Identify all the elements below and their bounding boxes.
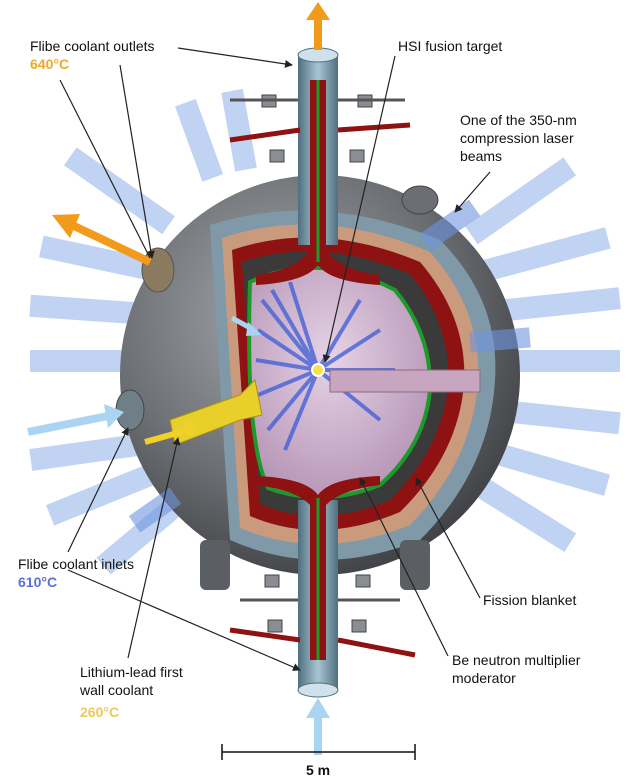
label-flibe-inlets: Flibe coolant inlets [18, 556, 134, 572]
laser-beam [469, 227, 611, 285]
flow-arrows [27, 2, 330, 755]
laser-beam [419, 199, 481, 251]
label-lithium-temp: 260°C [80, 704, 120, 720]
callout-lines [59, 47, 491, 671]
scale-label: 5 m [306, 762, 331, 778]
label-flibe-inlets-temp: 610°C [18, 574, 58, 590]
laser-beam [175, 98, 224, 182]
inlet-port [115, 389, 145, 431]
fusion-target [311, 363, 325, 377]
outlet-pipe-top [297, 47, 339, 63]
label-be-multiplier-2: moderator [452, 670, 516, 686]
laser-beam [221, 88, 257, 172]
label-be-multiplier-1: Be neutron multiplier [452, 652, 581, 668]
laser-port [329, 369, 481, 393]
label-flibe-outlets: Flibe coolant outlets [30, 38, 155, 54]
label-laser-beam-2: compression laser [460, 130, 574, 146]
label-lithium-2: wall coolant [80, 682, 154, 698]
scale-bar [221, 744, 416, 760]
support-leg [200, 540, 230, 590]
laser-beam [128, 487, 182, 533]
label-fusion-target: HSI fusion target [398, 38, 503, 54]
outlet-port [141, 247, 175, 293]
laser-beam [469, 327, 531, 353]
laser-beam [63, 147, 175, 235]
valve-rods [230, 98, 405, 602]
laser-beams-front [128, 199, 531, 533]
label-laser-beam-1: One of the 350-nm [460, 112, 577, 128]
valve-blocks [261, 94, 373, 633]
label-lithium-1: Lithium-lead first [80, 664, 183, 680]
inlet-pipe-bottom [297, 682, 339, 698]
shell-port [401, 185, 439, 215]
label-flibe-outlets-temp: 640°C [30, 56, 70, 72]
laser-beam [462, 469, 577, 552]
laser-beam [465, 157, 577, 245]
laser-beam [45, 456, 175, 526]
label-fission-blanket: Fission blanket [483, 592, 577, 608]
laser-beam [29, 431, 162, 471]
support-leg [400, 540, 430, 590]
label-laser-beam-3: beams [460, 148, 503, 164]
